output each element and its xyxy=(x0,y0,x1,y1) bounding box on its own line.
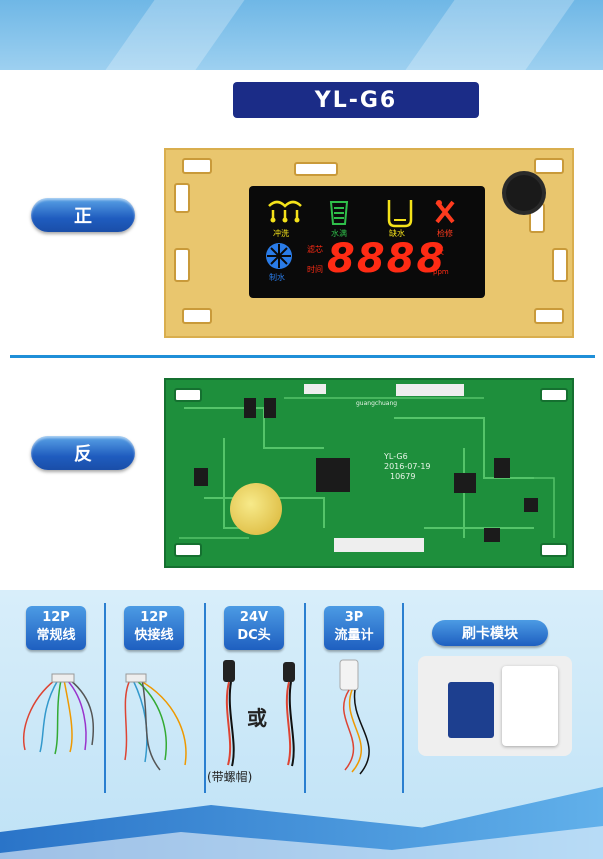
component xyxy=(524,498,538,512)
regular-cable xyxy=(23,673,95,755)
section-divider xyxy=(10,355,595,358)
pcb-date-text: 2016-07-19 xyxy=(384,462,431,471)
pcb-maker-text: guangchuang xyxy=(356,400,398,407)
mount-slot xyxy=(540,543,568,557)
maintenance-label: 检修 xyxy=(437,229,453,238)
back-side-label: 反 xyxy=(31,436,135,470)
mount-slot xyxy=(174,248,190,282)
making-water-icon xyxy=(266,243,292,269)
mount-slot xyxy=(534,158,564,174)
rfid-card xyxy=(502,666,558,746)
mount-slot xyxy=(540,388,568,402)
mount-slot xyxy=(552,248,568,282)
connector-top xyxy=(396,384,464,396)
component xyxy=(454,473,476,493)
led-display: 冲洗 水满 缺水 检修 制水 滤芯 时间 8888 天 ppm xyxy=(249,186,485,298)
accessory-label-4: 3P 流量计 xyxy=(324,606,384,650)
mount-slot xyxy=(182,308,212,324)
water-shortage-label: 缺水 xyxy=(389,229,405,238)
connector-bottom xyxy=(334,538,424,552)
water-full-icon xyxy=(329,201,349,225)
mount-slot xyxy=(182,158,212,174)
column-divider xyxy=(304,603,306,793)
flush-label: 冲洗 xyxy=(273,229,289,238)
component xyxy=(194,468,208,486)
component xyxy=(484,528,500,542)
mount-slot xyxy=(174,388,202,402)
accessory-label-3: 24V DC头 xyxy=(224,606,284,650)
component xyxy=(264,398,276,418)
mount-slot xyxy=(534,308,564,324)
column-divider xyxy=(204,603,206,793)
water-full-label: 水满 xyxy=(331,229,347,238)
microcontroller-chip xyxy=(316,458,350,492)
accessory-line2: 快接线 xyxy=(134,628,174,643)
accessories-panel xyxy=(0,590,603,859)
dc-plug xyxy=(283,662,295,767)
water-shortage-icon xyxy=(387,200,413,228)
accessory-line2: 流量计 xyxy=(334,628,374,643)
component xyxy=(494,458,510,478)
accessory-line1: 3P xyxy=(344,610,364,625)
quick-cable xyxy=(124,673,187,771)
flow-meter xyxy=(339,659,370,775)
column-divider xyxy=(104,603,106,793)
dc-plug-with-nut xyxy=(223,660,235,767)
making-water-label: 制水 xyxy=(269,273,285,282)
accessory-label-1: 12P 常规线 xyxy=(26,606,86,650)
accessory-label-2: 12P 快接线 xyxy=(124,606,184,650)
mount-slot xyxy=(174,183,190,213)
back-board-image: guangchuang YL-G6 2016-07-19 10679 xyxy=(164,378,574,568)
pcb-traces xyxy=(179,397,555,539)
coin-battery xyxy=(230,483,282,535)
pcb-code-text: 10679 xyxy=(390,472,416,481)
unit-day: 天 xyxy=(435,247,445,257)
front-side-label: 正 xyxy=(31,198,135,232)
accessory-line2: 常规线 xyxy=(36,628,76,643)
time-tag: 时间 xyxy=(307,265,323,274)
accessory-line1: 12P xyxy=(42,610,70,625)
component xyxy=(244,398,256,418)
pcb-model-text: YL-G6 xyxy=(384,452,408,461)
flush-icon xyxy=(268,200,302,223)
accessory-line1: 12P xyxy=(140,610,168,625)
digit-readout: 8888 xyxy=(327,236,447,282)
accessory-line2: DC头 xyxy=(237,628,271,643)
header-banner xyxy=(0,0,603,70)
filter-tag: 滤芯 xyxy=(307,245,323,254)
front-board-image: 冲洗 水满 缺水 检修 制水 滤芯 时间 8888 天 ppm xyxy=(164,148,574,338)
card-module-image xyxy=(418,656,572,756)
card-module-label: 刷卡模块 xyxy=(432,620,548,646)
mount-slot xyxy=(174,543,202,557)
unit-ppm: ppm xyxy=(433,268,449,276)
accessory-line1: 24V xyxy=(239,610,269,625)
product-title: YL-G6 xyxy=(233,82,479,118)
connector-small xyxy=(304,384,326,394)
column-divider xyxy=(402,603,404,793)
or-text: 或 xyxy=(247,706,267,730)
nut-note: (带螺帽) xyxy=(207,770,253,784)
maintenance-icon xyxy=(435,200,455,224)
buzzer xyxy=(506,175,542,211)
display-icons xyxy=(266,200,455,269)
mount-slot xyxy=(294,162,338,176)
rfid-reader-board xyxy=(448,682,494,738)
